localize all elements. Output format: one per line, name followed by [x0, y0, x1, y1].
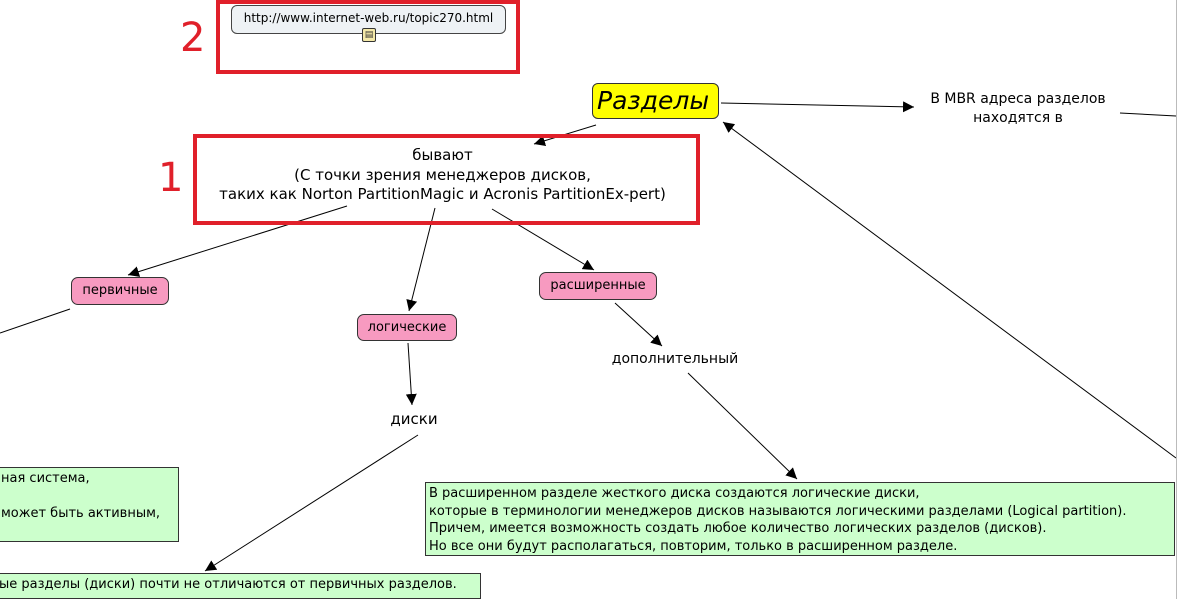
node-razdely[interactable]: Разделы: [592, 83, 719, 119]
node-byvayut[interactable]: бывают (С точки зрения менеджеров дисков…: [199, 146, 686, 205]
node-dopolnitelny[interactable]: дополнительный: [611, 351, 739, 367]
edge-offscreen-to-razdely: [722, 121, 1177, 459]
node-mbr-line1: В MBR адреса разделов: [930, 91, 1106, 107]
highlight-box-1: [193, 134, 700, 225]
note-logical-partition[interactable]: ые разделы (диски) почти не отличаются о…: [0, 573, 481, 599]
edge-byvayut-to-logical: [406, 207, 436, 312]
note-logical-text: ые разделы (диски) почти не отличаются о…: [0, 577, 457, 592]
node-primary-label: первичные: [82, 283, 158, 298]
edge-mbr-to-offscreen: [1119, 112, 1177, 117]
document-icon[interactable]: ▤: [362, 28, 376, 42]
node-diski[interactable]: диски: [390, 410, 438, 428]
node-logical-label: логические: [367, 320, 447, 335]
note-extended-partition[interactable]: В расширенном разделе жесткого диска соз…: [425, 482, 1175, 556]
note-primary-line1: ная система,: [1, 471, 90, 486]
node-extended[interactable]: расширенные: [539, 272, 657, 300]
node-primary[interactable]: первичные: [71, 277, 169, 305]
annotation-label-2: 2: [180, 15, 206, 61]
edge-extended-to-dopolnitelny: [614, 302, 663, 347]
edge-byvayut-to-primary: [127, 205, 348, 277]
edge-logical-to-diski: [405, 342, 417, 406]
node-logical[interactable]: логические: [357, 314, 457, 341]
note-primary-partition[interactable]: ная система, может быть активным,: [0, 467, 179, 542]
node-mbr[interactable]: В MBR адреса разделов находятся в: [912, 90, 1124, 128]
note-extended-line1: В расширенном разделе жесткого диска соз…: [429, 486, 920, 501]
note-extended-line4: Но все они будут располагаться, повторим…: [429, 538, 958, 554]
edge-dopolnitelny-to-note: [687, 372, 798, 480]
edge-byvayut-to-extended: [491, 208, 595, 271]
node-mbr-line2: находятся в: [973, 110, 1063, 126]
note-extended-line2: которые в терминологии менеджеров дисков…: [429, 503, 1127, 519]
node-razdely-label: Разделы: [597, 86, 710, 115]
edge-razdely-to-mbr: [720, 101, 915, 113]
edge-diski-to-logical-note: [204, 434, 419, 572]
annotation-label-1: 1: [158, 155, 184, 201]
edge-primary-to-offscreen: [0, 308, 71, 334]
highlight-box-2: [216, 0, 520, 74]
viewport-edge-divider: [1176, 0, 1177, 599]
note-primary-line2: может быть активным,: [1, 506, 161, 521]
node-byvayut-line3: таких как Norton PartitionMagic и Acroni…: [219, 185, 666, 203]
note-extended-line3: Причем, имеется возможность создать любо…: [429, 521, 1047, 536]
node-extended-label: расширенные: [550, 278, 646, 293]
node-byvayut-line2: (С точки зрения менеджеров дисков,: [294, 165, 591, 184]
url-link-text[interactable]: http://www.internet-web.ru/topic270.html: [243, 11, 494, 25]
node-byvayut-line1: бывают: [412, 146, 473, 164]
